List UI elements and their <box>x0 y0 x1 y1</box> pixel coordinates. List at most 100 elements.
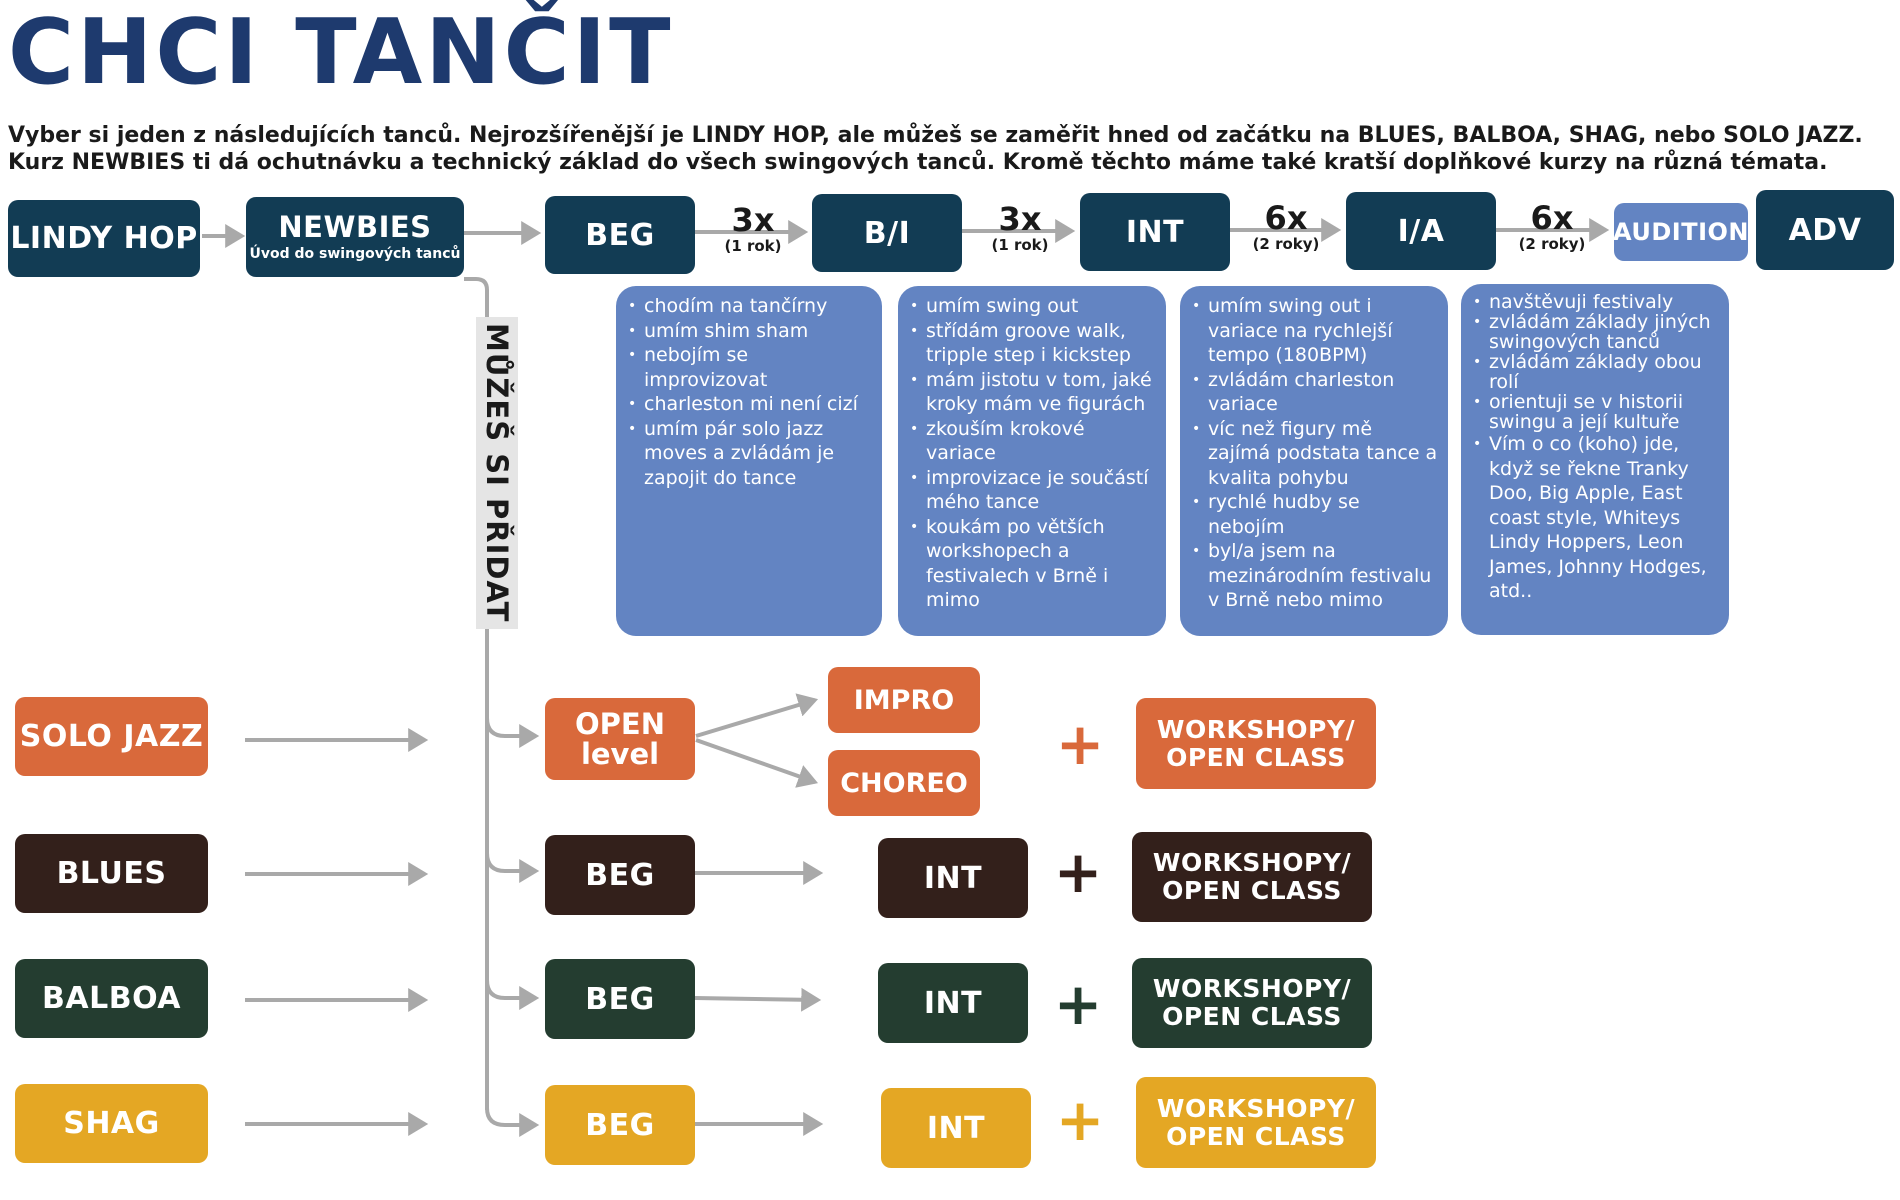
step-count-1-period: (1 rok) <box>724 237 782 255</box>
workshop-box-blues: WORKSHOPY/ OPEN CLASS <box>1132 832 1372 922</box>
balboa-box: BALBOA <box>15 959 208 1038</box>
skill-item: umím shim sham <box>628 319 874 344</box>
step-count-2: 3x(1 rok) <box>980 202 1060 254</box>
workshop-line-1: WORKSHOPY/ <box>1152 974 1352 1003</box>
skill-item: navštěvuji festivaly <box>1473 292 1721 312</box>
lindy-level-beg-label: BEG <box>585 217 655 253</box>
step-count-1: 3x(1 rok) <box>713 203 793 255</box>
plus-icon: + <box>1055 1086 1105 1154</box>
step-count-1-number: 3x <box>731 201 775 239</box>
step-count-3: 6x(2 roky) <box>1246 201 1326 253</box>
skill-item: zvládám základy jiných swingových tanců <box>1473 312 1721 352</box>
plus-icon: + <box>1053 970 1103 1038</box>
blues-box: BLUES <box>15 834 208 913</box>
lindy-level-int-label: INT <box>1125 214 1185 250</box>
skill-item: Vím o co (koho) jde, když se řekne Trank… <box>1473 432 1721 604</box>
newbies-label: NEWBIES <box>278 210 432 244</box>
plus-icon: + <box>1055 710 1105 778</box>
skill-item: improvizace je součástí mého tance <box>910 466 1158 515</box>
balboa-beg-box: BEG <box>545 959 695 1039</box>
open-level-box: OPEN level <box>545 698 695 780</box>
lindy-hop-label: LINDY HOP <box>10 221 198 256</box>
skill-item: charleston mi není cizí <box>628 392 874 417</box>
branch-trunk <box>464 277 489 1110</box>
plus-icon: + <box>1053 838 1103 906</box>
balboa-int-box: INT <box>878 963 1028 1043</box>
arrow-open-choreo <box>695 738 819 788</box>
skill-item: nebojím se improvizovat <box>628 343 874 392</box>
arrow-balboa-beg-int <box>694 987 822 1012</box>
step-count-2-period: (1 rok) <box>991 236 1049 254</box>
impro-box: IMPRO <box>828 667 980 733</box>
lindy-level-audition-label: AUDITION <box>1613 218 1749 246</box>
workshop-line-1: WORKSHOPY/ <box>1156 1093 1356 1123</box>
step-count-3-number: 6x <box>1264 199 1308 237</box>
skills-card-ia: navštěvuji festivaly zvládám základy jin… <box>1461 284 1729 635</box>
workshop-line-1: WORKSHOPY/ <box>1156 714 1356 744</box>
skill-item: mám jistotu v tom, jaké kroky mám ve fig… <box>910 368 1158 417</box>
lindy-level-ia-label: I/A <box>1397 213 1445 249</box>
shag-int-box: INT <box>881 1088 1031 1168</box>
open-level-line-2: level <box>580 737 660 771</box>
shag-beg-box: BEG <box>545 1085 695 1165</box>
lindy-level-audition: AUDITION <box>1613 203 1749 261</box>
solo-jazz-box: SOLO JAZZ <box>15 697 208 776</box>
lindy-level-bi-label: B/I <box>863 215 911 251</box>
lindy-level-beg: BEG <box>545 196 695 274</box>
lindy-hop-box: LINDY HOP <box>8 200 200 277</box>
impro-label: IMPRO <box>853 684 955 716</box>
shag-beg-label: BEG <box>585 1107 655 1143</box>
skill-item: víc než figury mě zajímá podstata tance … <box>1192 417 1440 491</box>
shag-box: SHAG <box>15 1084 208 1163</box>
workshop-box-shag: WORKSHOPY/ OPEN CLASS <box>1136 1077 1376 1168</box>
side-label: MŮŽEŠ SI PŘIDAT <box>480 323 514 623</box>
lindy-level-bi: B/I <box>812 194 962 272</box>
branch-to-shag-beg <box>485 1107 540 1137</box>
lindy-level-int: INT <box>1080 193 1230 271</box>
workshop-line-2: OPEN CLASS <box>1166 742 1346 772</box>
step-count-2-number: 3x <box>998 200 1042 238</box>
lindy-level-adv-label: ADV <box>1788 212 1862 248</box>
blues-label: BLUES <box>56 856 167 891</box>
step-count-4-number: 6x <box>1530 199 1574 237</box>
solo-jazz-label: SOLO JAZZ <box>19 719 204 754</box>
side-label-box: MŮŽEŠ SI PŘIDAT <box>476 317 518 629</box>
skills-card-bi: umím swing out střídám groove walk, trip… <box>898 286 1166 636</box>
skill-item: střídám groove walk, tripple step i kick… <box>910 319 1158 368</box>
workshop-line-1: WORKSHOPY/ <box>1152 848 1352 877</box>
workshop-box-solo: WORKSHOPY/ OPEN CLASS <box>1136 698 1376 789</box>
skill-item: zvládám základy obou rolí <box>1473 352 1721 392</box>
page-title: CHCI TANČIT <box>8 0 674 105</box>
step-count-3-period: (2 roky) <box>1252 235 1320 253</box>
newbies-subtitle: Úvod do swingových tanců <box>249 246 461 262</box>
intro-line-1: Vyber si jeden z následujících tanců. Ne… <box>8 123 1863 148</box>
step-count-4: 6x(2 roky) <box>1512 201 1592 253</box>
shag-label: SHAG <box>63 1106 160 1141</box>
skill-item: koukám po větších workshopech a festival… <box>910 515 1158 613</box>
workshop-line-2: OPEN CLASS <box>1162 1002 1342 1031</box>
skill-item: zvládám charleston variace <box>1192 368 1440 417</box>
skills-card-beg: chodím na tančírny umím shim sham nebojí… <box>616 286 882 636</box>
lindy-level-adv: ADV <box>1756 190 1894 270</box>
blues-beg-label: BEG <box>585 857 655 893</box>
workshop-box-balboa: WORKSHOPY/ OPEN CLASS <box>1132 958 1372 1048</box>
skill-item: umím swing out i variace na rychlejší te… <box>1192 294 1440 368</box>
lindy-level-ia: I/A <box>1346 192 1496 270</box>
branch-to-blues-beg <box>485 852 540 883</box>
skill-item: zkouším krokové variace <box>910 417 1158 466</box>
skill-item: byl/a jsem na mezinárodním festivalu v B… <box>1192 539 1440 613</box>
choreo-box: CHOREO <box>828 750 980 816</box>
skill-item: umím pár solo jazz moves a zvládám je za… <box>628 417 874 491</box>
branch-to-balboa-beg <box>485 979 540 1010</box>
blues-int-box: INT <box>878 838 1028 918</box>
balboa-beg-label: BEG <box>585 981 655 1017</box>
skills-card-int: umím swing out i variace na rychlejší te… <box>1180 286 1448 636</box>
branch-to-open <box>485 717 540 748</box>
skill-item: chodím na tančírny <box>628 294 874 319</box>
newbies-box: NEWBIES Úvod do swingových tanců <box>246 197 464 277</box>
skill-item: rychlé hudby se nebojím <box>1192 490 1440 539</box>
workshop-line-2: OPEN CLASS <box>1166 1121 1346 1151</box>
workshop-line-2: OPEN CLASS <box>1162 876 1342 905</box>
intro-text: Vyber si jeden z následujících tanců. Ne… <box>8 122 1888 176</box>
